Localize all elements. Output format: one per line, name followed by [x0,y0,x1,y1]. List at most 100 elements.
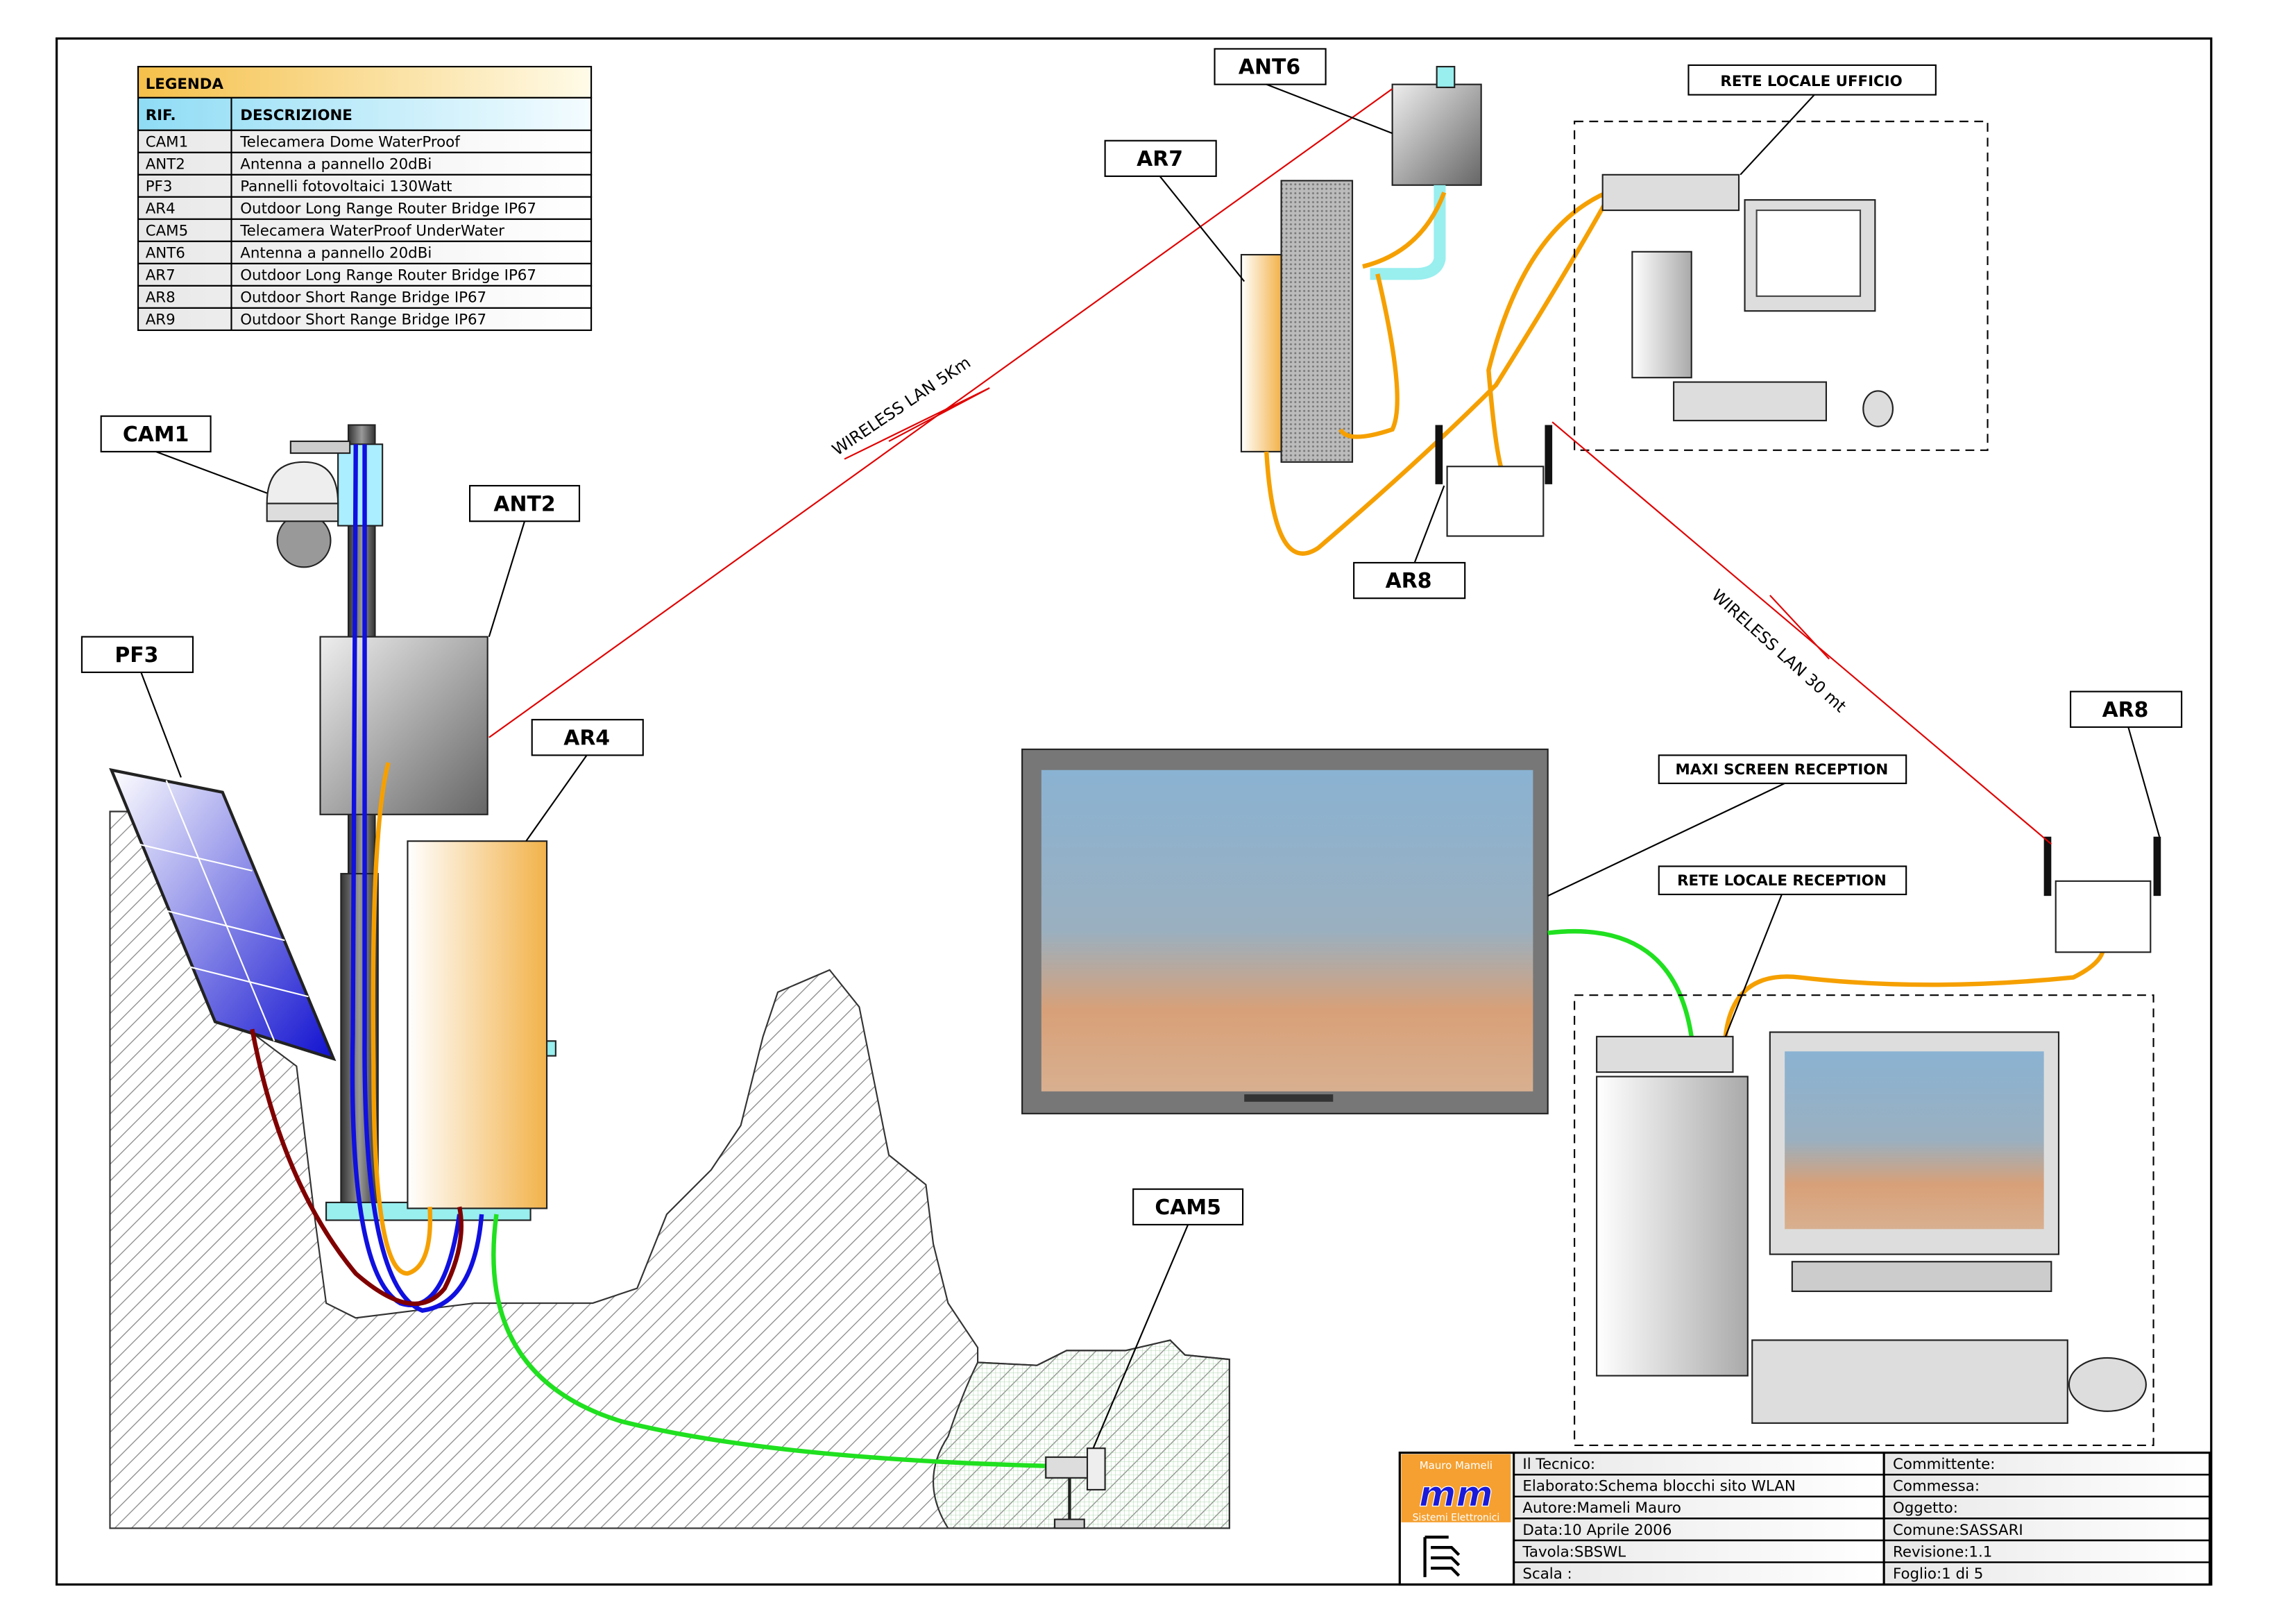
legend-desc: Telecamera Dome WaterProof [239,133,460,151]
svg-text:RETE LOCALE UFFICIO: RETE LOCALE UFFICIO [1720,73,1902,90]
svg-text:PF3: PF3 [114,643,158,668]
pc-tower-reception [1596,1076,1749,1377]
svg-text:ANT6: ANT6 [1239,56,1300,80]
legend-ref: CAM1 [146,133,188,151]
reception-lan-area [1574,994,2154,1446]
legend-ref: AR8 [146,289,176,306]
keyboard-reception [1751,1339,2068,1424]
cable-darkred [250,1028,464,1306]
legend-row: CAM5 Telecamera WaterProof UnderWater [137,218,593,242]
svg-text:AR8: AR8 [1386,569,1432,593]
legend-desc: Telecamera WaterProof UnderWater [239,222,504,239]
svg-text:CAM1: CAM1 [123,423,189,447]
svg-text:AR7: AR7 [1137,147,1183,171]
legend-desc: Pannelli fotovoltaici 130Watt [240,178,452,195]
title-field: Revisione:1.1 [1893,1543,1992,1561]
legend-ref: AR9 [146,311,176,328]
legend-ref: ANT6 [146,244,185,262]
legend-desc: Antenna a pannello 20dBi [240,155,432,173]
callout-rete-ufficio: RETE LOCALE UFFICIO [1687,64,1937,176]
callout-cam5: CAM5 [1092,1188,1244,1449]
legend-ref: PF3 [146,178,173,195]
legend-desc: Outdoor Long Range Router Bridge IP67 [240,200,536,217]
svg-text:CAM5: CAM5 [1155,1196,1221,1220]
legend-desc: Antenna a pannello 20dBi [240,244,432,262]
office-lan-area [1574,120,1989,451]
legend-row: AR8 Outdoor Short Range Bridge IP67 [137,284,593,309]
callout-ant2: ANT2 [469,484,581,637]
circuit-logo-icon [1423,1536,1461,1577]
legend-desc: Outdoor Long Range Router Bridge IP67 [240,266,536,284]
legend-row: CAM1 Telecamera Dome WaterProof [137,129,593,153]
callout-maxi-screen: MAXI SCREEN RECEPTION [1547,754,1907,897]
title-field: Tavola:SBSWL [1522,1543,1626,1561]
router-box-ar7 [1240,254,1282,452]
legend-header-desc: DESCRIZIONE [240,107,352,124]
bridge-device-ar8-office [1435,425,1553,537]
legend-row: ANT2 Antenna a pannello 20dBi [137,151,593,176]
underwater-camera-cam5 [1045,1447,1106,1529]
callout-pf3: PF3 [80,636,194,778]
title-field: Commessa: [1893,1478,1980,1495]
mouse-reception [2068,1357,2147,1412]
drawing-border [56,37,2213,1586]
callout-ant6: ANT6 [1214,48,1393,135]
antenna-panel-ant6 [1391,83,1482,186]
cable-orange-ar7 [1264,198,1609,556]
legend-ref: CAM5 [146,222,188,239]
svg-text:Mauro Mameli: Mauro Mameli [1420,1459,1493,1472]
bridge-device-ar8-reception [2043,836,2161,953]
solar-panel-pf3 [109,767,337,1062]
legend-row: PF3 Pannelli fotovoltaici 130Watt [137,173,593,198]
legend-row: AR4 Outdoor Long Range Router Bridge IP67 [137,196,593,220]
svg-text:Sistemi Elettronici: Sistemi Elettronici [1413,1513,1500,1524]
wireless-link-30m [1551,421,2052,845]
cable-blue [350,444,462,1307]
callout-rete-reception: RETE LOCALE RECEPTION [1658,865,1907,1037]
antenna-mast-ar7 [1280,180,1354,463]
callout-cam1: CAM1 [100,415,268,494]
svg-text:ANT2: ANT2 [493,492,555,516]
title-field: Autore:Mameli Mauro [1522,1499,1681,1517]
svg-text:RETE LOCALE RECEPTION: RETE LOCALE RECEPTION [1677,872,1887,890]
router-box-ar4 [407,840,548,1209]
network-switch-reception [1596,1035,1734,1073]
cable-green-screen [1547,928,1694,1037]
legend-desc: Outdoor Short Range Bridge IP67 [240,289,486,306]
cable-orange-reception [1723,947,2106,1037]
legend-desc: Outdoor Short Range Bridge IP67 [240,311,486,328]
title-field: Committente: [1893,1456,1995,1473]
cable-green-cam5 [491,1214,1049,1468]
cable-orange-ar4 [371,762,433,1276]
callout-ar8-office: AR8 [1353,485,1466,600]
title-field: Comune:SASSARI [1893,1522,2023,1539]
maxi-screen [1021,748,1549,1114]
svg-text:AR8: AR8 [2102,698,2149,722]
network-switch-office [1601,173,1740,212]
title-field: Scala : [1522,1565,1572,1583]
antenna-panel-ant2 [319,636,488,815]
legend-row: AR9 Outdoor Short Range Bridge IP67 [137,307,593,331]
title-field: Data:10 Aprile 2006 [1522,1522,1672,1539]
legend-header-ref: RIF. [146,107,176,124]
dome-camera-cam1 [266,440,351,568]
title-block: Mauro Mameli mm Sistemi Elettronici Il T… [1398,1451,2211,1586]
legend-ref: ANT2 [146,155,185,173]
svg-text:AR4: AR4 [563,726,610,750]
legend-row: ANT6 Antenna a pannello 20dBi [137,240,593,264]
pc-tower-office [1631,250,1692,379]
title-field: Il Tecnico: [1522,1456,1595,1473]
svg-text:MAXI SCREEN RECEPTION: MAXI SCREEN RECEPTION [1676,761,1889,779]
callout-ar4: AR4 [525,719,644,842]
water-area [933,1339,1230,1529]
callout-ar7: AR7 [1104,139,1245,282]
legend-title: LEGENDA [146,76,224,93]
title-field: Elaborato:Schema blocchi sito WLAN [1522,1478,1795,1495]
legend-ref: AR4 [146,200,176,217]
callout-ar8-reception: AR8 [2069,690,2183,838]
company-logo [1401,1454,1511,1522]
svg-text:mm: mm [1419,1473,1493,1515]
